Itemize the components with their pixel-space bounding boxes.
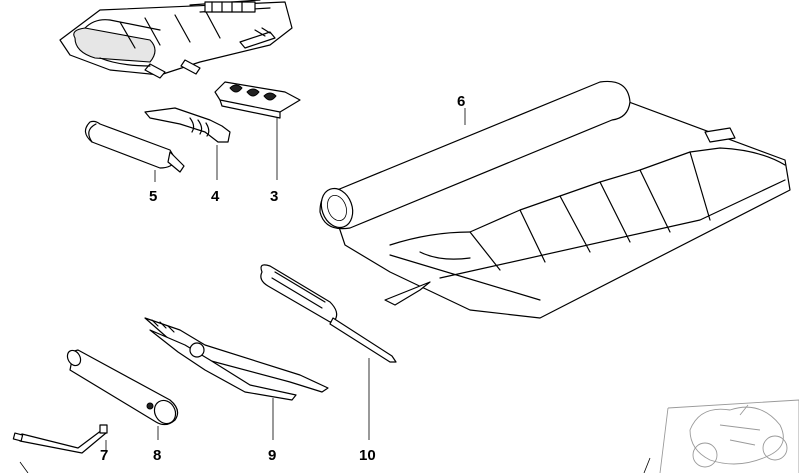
assembled-tool-kit: [59, 0, 293, 79]
callout-8: 8: [153, 447, 161, 464]
callout-5: 5: [149, 188, 157, 205]
part-8-box-spanner: [66, 349, 179, 440]
corner-mark-left: [19, 461, 29, 473]
part-6-tool-roll: [319, 80, 791, 319]
callout-7: 7: [100, 447, 108, 464]
part-10-screwdriver: [260, 264, 397, 440]
part-5-cartridge: [84, 120, 185, 182]
part-9-pliers: [144, 317, 329, 440]
callout-6: 6: [457, 93, 465, 110]
part-3-wrench-insert: [214, 81, 301, 180]
callout-9: 9: [268, 447, 276, 464]
motorcycle-thumbnail: [659, 399, 799, 473]
callout-10: 10: [359, 447, 376, 464]
corner-mark-right: [643, 457, 651, 473]
part-4-tube: [144, 107, 231, 180]
callout-3: 3: [270, 188, 278, 205]
part-7-hex-key: [12, 424, 108, 454]
callout-4: 4: [211, 188, 220, 205]
